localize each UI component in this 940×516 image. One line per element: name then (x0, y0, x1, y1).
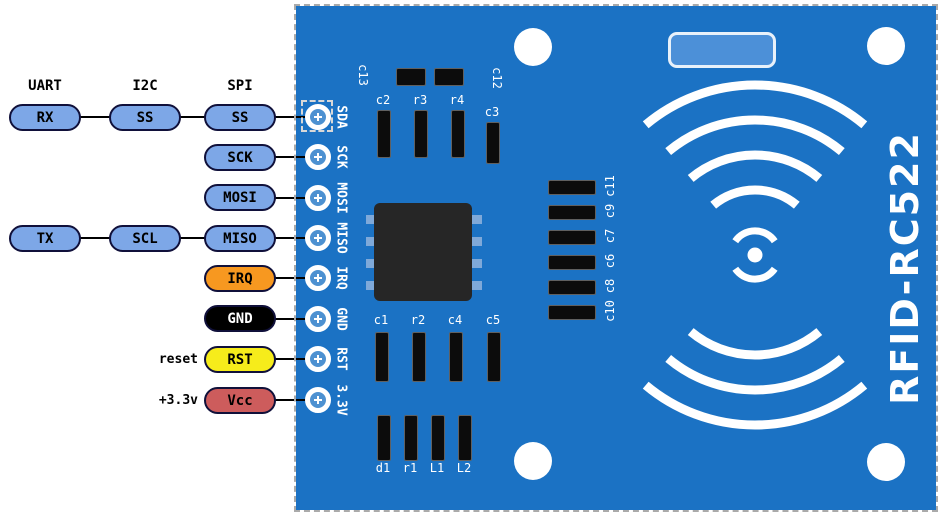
pill-mosi: MOSI (204, 184, 276, 211)
component-label-c2: c2 (375, 93, 391, 107)
pin1-square-pad (301, 100, 333, 132)
component-label-r4: r4 (449, 93, 465, 107)
antenna-center-dot (747, 247, 763, 263)
component-label-c1: c1 (373, 313, 389, 327)
bus-header-spi: SPI (227, 78, 253, 94)
component-rect (377, 110, 391, 158)
component-rect (377, 415, 391, 461)
crystal-oscillator (668, 32, 776, 68)
pin-hole-gnd (305, 306, 331, 332)
component-label-c6: c6 (603, 253, 617, 269)
component-label-c9: c9 (603, 203, 617, 219)
mounting-hole-bottom-right (867, 443, 905, 481)
board-name: RFID-RC522 (883, 131, 927, 405)
chip-pad (366, 237, 376, 246)
component-label-c3: c3 (484, 105, 500, 119)
chip-pad (472, 281, 482, 290)
pin-label-gnd: GND (333, 307, 349, 331)
annotation-reset: reset (158, 352, 198, 367)
component-label-c12: c12 (490, 67, 504, 89)
pill-vcc: Vcc (204, 387, 276, 414)
chip-pad (366, 259, 376, 268)
component-rect (548, 230, 596, 245)
component-rect (404, 415, 418, 461)
component-label-c10: c10 (603, 300, 617, 322)
annotation-3v3: +3.3v (158, 393, 198, 408)
component-rect (548, 180, 596, 195)
component-label-d1: d1 (375, 461, 391, 475)
pill-rx: RX (9, 104, 81, 131)
component-rect (548, 255, 596, 270)
pin-label-sck: SCK (333, 145, 349, 169)
component-rect (375, 332, 389, 382)
chip-pad (472, 259, 482, 268)
antenna-coil-graphic (642, 80, 868, 430)
pill-miso: MISO (204, 225, 276, 252)
component-rect (548, 280, 596, 295)
pin-hole-miso (305, 225, 331, 251)
pin-label-irq: IRQ (333, 266, 349, 290)
component-label-c8: c8 (603, 278, 617, 294)
mfrc522-ic-chip (374, 203, 472, 301)
mounting-hole-top-right (867, 27, 905, 65)
component-rect (486, 122, 500, 164)
pin-hole-rst (305, 346, 331, 372)
component-label-L1: L1 (429, 461, 445, 475)
component-label-r3: r3 (412, 93, 428, 107)
pin-label-rst: RST (333, 347, 349, 371)
component-label-c11: c11 (603, 175, 617, 197)
bus-header-uart: UART (28, 78, 62, 94)
component-label-c4: c4 (447, 313, 463, 327)
component-rect (414, 110, 428, 158)
chip-pad (366, 215, 376, 224)
component-rect (451, 110, 465, 158)
pill-tx: TX (9, 225, 81, 252)
component-label-c13: c13 (356, 64, 370, 86)
pin-hole-mosi (305, 185, 331, 211)
component-rect (396, 68, 426, 86)
chip-pad (366, 281, 376, 290)
pill-irq: IRQ (204, 265, 276, 292)
pcb-board: c13 c2 r3 r4 c12 c3 c1 r2 c4 c5 d1 (296, 6, 936, 510)
pill-ss-spi: SS (204, 104, 276, 131)
component-label-c5: c5 (485, 313, 501, 327)
component-label-r1: r1 (402, 461, 418, 475)
component-rect (458, 415, 472, 461)
pill-scl: SCL (109, 225, 181, 252)
pin-hole-3v3 (305, 387, 331, 413)
mounting-hole-top-left (514, 28, 552, 66)
pin-hole-irq (305, 265, 331, 291)
pin-hole-sda (305, 104, 331, 130)
mounting-hole-bottom-left (514, 442, 552, 480)
component-rect (548, 205, 596, 220)
component-rect (434, 68, 464, 86)
chip-pad (472, 215, 482, 224)
bus-header-i2c: I2C (132, 78, 158, 94)
component-label-c7: c7 (603, 228, 617, 244)
component-rect (412, 332, 426, 382)
pill-ss-i2c: SS (109, 104, 181, 131)
pin-label-sda: SDA (333, 105, 349, 129)
pin-label-miso: MISO (333, 222, 349, 254)
pill-rst: RST (204, 346, 276, 373)
component-label-r2: r2 (410, 313, 426, 327)
pin-label-3v3: 3.3V (333, 384, 349, 416)
component-rect (449, 332, 463, 382)
chip-pad (472, 237, 482, 246)
component-rect (548, 305, 596, 320)
pill-sck: SCK (204, 144, 276, 171)
pin-label-mosi: MOSI (333, 182, 349, 214)
pill-gnd: GND (204, 305, 276, 332)
component-rect (431, 415, 445, 461)
component-label-L2: L2 (456, 461, 472, 475)
component-rect (487, 332, 501, 382)
pin-hole-sck (305, 144, 331, 170)
